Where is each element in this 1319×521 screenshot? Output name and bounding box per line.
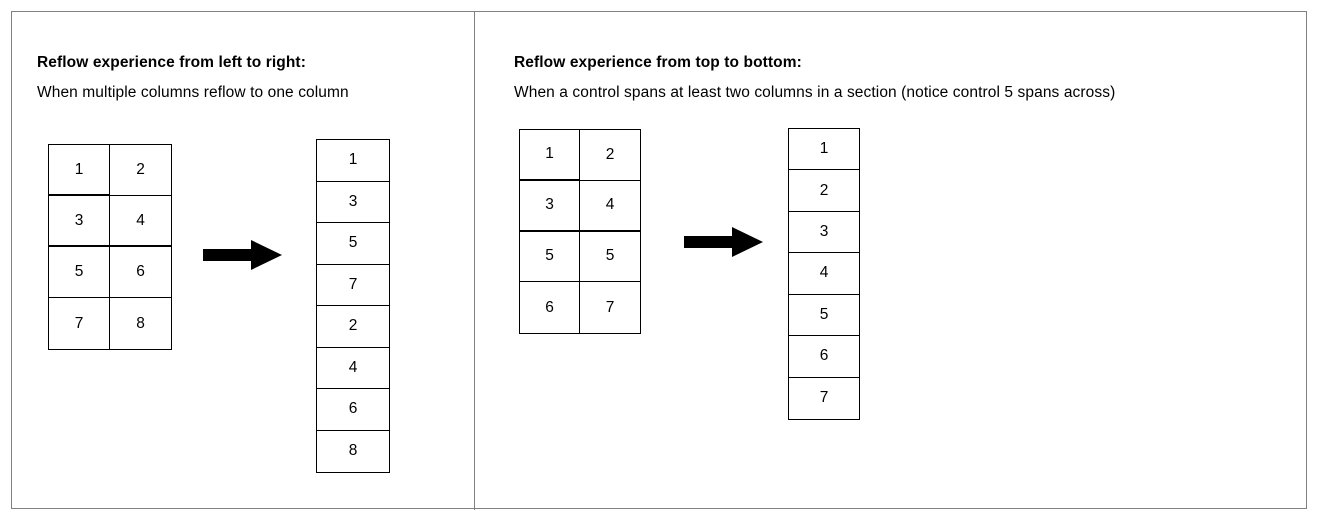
grid-cell: 7 xyxy=(49,298,110,349)
list-item: 1 xyxy=(317,140,389,182)
list-item: 6 xyxy=(789,336,859,378)
panel-title-left: Reflow experience from left to right: xyxy=(37,54,306,71)
grid-cell: 3 xyxy=(520,180,580,232)
arrow-right-icon xyxy=(684,224,764,265)
list-item: 3 xyxy=(317,181,389,223)
grid-cell: 2 xyxy=(580,130,640,181)
source-grid-left: 1 2 3 4 5 6 7 8 xyxy=(48,144,172,350)
source-grid-right: 1 2 3 4 5 5 6 7 xyxy=(519,129,641,334)
panel-divider xyxy=(474,11,475,510)
list-item: 7 xyxy=(317,264,389,306)
grid-cell: 4 xyxy=(110,196,171,247)
panel-left-to-right: Reflow experience from left to right: Wh… xyxy=(11,11,474,509)
list-item: 1 xyxy=(789,129,859,171)
panel-top-to-bottom: Reflow experience from top to bottom: Wh… xyxy=(476,11,1307,509)
arrow-right-icon xyxy=(203,237,283,278)
list-item: 2 xyxy=(317,306,389,348)
panel-title-right: Reflow experience from top to bottom: xyxy=(514,54,802,71)
grid-cell: 6 xyxy=(520,282,580,333)
grid-cell: 4 xyxy=(580,180,640,232)
grid-cell: 6 xyxy=(110,247,171,298)
result-column-left: 1 3 5 7 2 4 6 8 xyxy=(316,139,390,473)
list-item: 3 xyxy=(789,211,859,254)
grid-cell: 8 xyxy=(110,298,171,349)
grid-cell: 5 xyxy=(49,247,110,298)
list-item: 2 xyxy=(789,170,859,212)
grid-cell: 2 xyxy=(110,145,171,196)
list-item: 8 xyxy=(317,430,389,472)
grid-cell: 3 xyxy=(49,196,110,247)
list-item: 5 xyxy=(789,294,859,337)
list-item: 6 xyxy=(317,389,389,431)
list-item: 7 xyxy=(789,377,859,419)
grid-cell: 5 xyxy=(520,231,580,283)
grid-cell: 7 xyxy=(580,282,640,333)
grid-cell: 5 xyxy=(580,231,640,283)
list-item: 5 xyxy=(317,223,389,265)
grid-cell: 1 xyxy=(49,145,110,196)
list-item: 4 xyxy=(789,253,859,295)
list-item: 4 xyxy=(317,347,389,389)
panel-subtitle-left: When multiple columns reflow to one colu… xyxy=(37,84,349,101)
panel-subtitle-right: When a control spans at least two column… xyxy=(514,84,1116,101)
outer-frame xyxy=(11,11,1307,509)
grid-cell: 1 xyxy=(520,130,580,181)
result-column-right: 1 2 3 4 5 6 7 xyxy=(788,128,860,420)
